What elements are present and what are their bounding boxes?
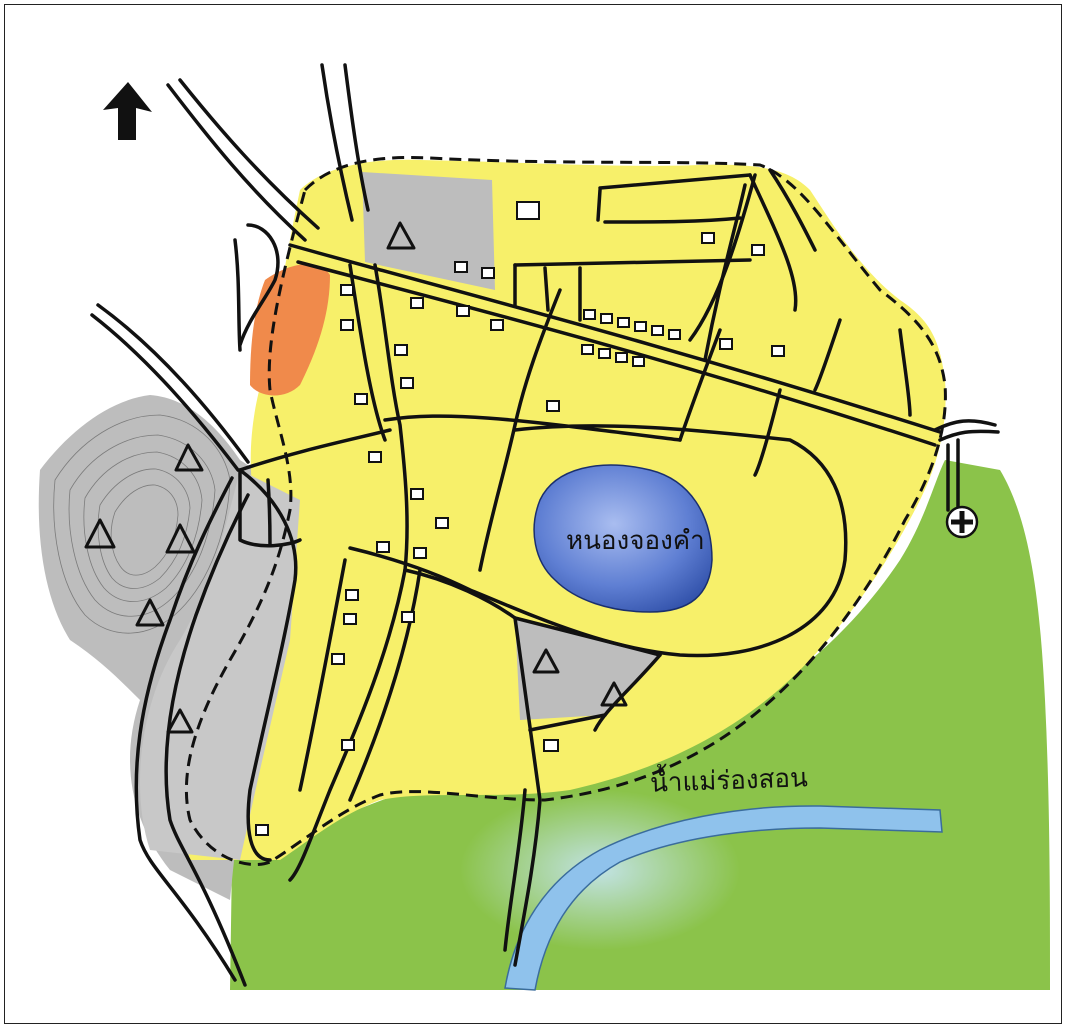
house-icon [771, 345, 785, 357]
temple-icon [532, 648, 560, 674]
house-icon [651, 325, 664, 336]
house-icon [668, 329, 681, 340]
house-icon [751, 244, 765, 256]
north-arrow-icon [103, 82, 152, 140]
house-icon [583, 309, 596, 320]
house-icon [410, 297, 424, 309]
temple-icon [174, 443, 204, 472]
lake-label: หนองจองคำ [566, 526, 705, 556]
house-icon [456, 305, 470, 317]
house-icon [719, 338, 733, 350]
temples [84, 221, 628, 734]
house-icon [401, 611, 415, 623]
house-icon [340, 284, 354, 296]
forest-area [230, 460, 1050, 990]
house-icon [701, 232, 715, 244]
temple-icon [386, 221, 416, 250]
house-icon [454, 261, 468, 273]
road-network [90, 63, 1000, 987]
house-icon [368, 451, 382, 463]
house-icon [600, 313, 613, 324]
house-icon [345, 589, 359, 601]
reserve-north [362, 172, 495, 290]
temple-icon [600, 681, 628, 707]
settlement-boundary [184, 156, 947, 867]
house-icon [435, 517, 449, 529]
temple-icon [84, 518, 116, 549]
house-icon [543, 739, 559, 752]
temple-icon [166, 708, 194, 734]
temple-icon [135, 598, 165, 627]
lake [533, 464, 713, 613]
house-icon [413, 547, 427, 559]
house-icon [598, 348, 611, 359]
house-icon [341, 739, 355, 751]
house-icon [581, 344, 594, 355]
house-icon [343, 613, 357, 625]
house-icon [354, 393, 368, 405]
house-icon [490, 319, 504, 331]
river-label: น้ำแม่ร่องสอน [649, 763, 809, 799]
house-icon [632, 356, 645, 367]
house-icon [516, 201, 540, 220]
temple-icon [165, 523, 196, 554]
reserve-west-road [140, 470, 300, 860]
house-icon [634, 321, 647, 332]
house-icon [394, 344, 408, 356]
houses [255, 201, 785, 836]
house-icon [255, 824, 269, 836]
house-icon [340, 319, 354, 331]
house-icon [376, 541, 390, 553]
house-icon [546, 400, 560, 412]
house-icon [400, 377, 414, 389]
hospital-icon [945, 505, 979, 539]
house-icon [331, 653, 345, 665]
house-icon [481, 267, 495, 279]
house-icon [617, 317, 630, 328]
house-icon [615, 352, 628, 363]
house-icon [410, 488, 424, 500]
river [504, 805, 943, 991]
